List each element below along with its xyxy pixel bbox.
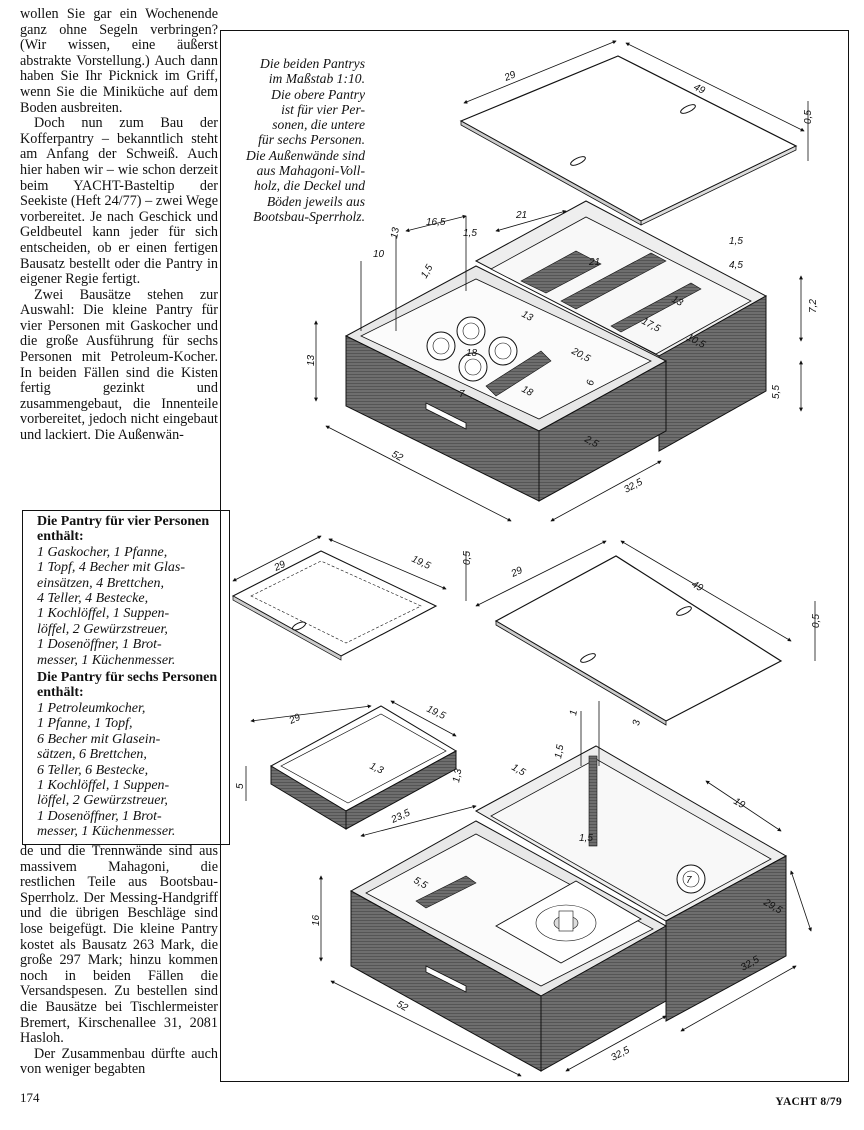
dim-label: 52 — [395, 999, 410, 1014]
article-column-bottom: de und die Trennwände sind aus massivem … — [20, 843, 218, 1078]
dim-label: 0,5 — [811, 614, 822, 628]
dim-label: 29 — [272, 559, 288, 574]
dim-label: 19 — [732, 796, 748, 811]
pantry-technical-drawing: 29 49 0,5 10 13 16,5 1,5 1,5 21 21 1,5 4… — [231, 40, 822, 1077]
article-paragraph: Der Zusammenbau dürfte auch von weniger … — [20, 1045, 218, 1078]
dim-label: 1,5 — [463, 228, 477, 239]
dim-label: 21 — [515, 210, 527, 221]
dim-label: 13 — [520, 309, 535, 324]
upper-box-right — [474, 200, 768, 452]
dim-label: 4,5 — [729, 260, 743, 271]
dim-label: 1,5 — [510, 762, 528, 779]
figure-caption: Die beiden Pantrys im Maßstab 1:10. Die … — [245, 56, 365, 224]
dim-label: 1,3 — [451, 767, 464, 783]
dim-label: 16,5 — [426, 217, 446, 228]
dim-label: 5,5 — [771, 385, 782, 399]
dim-label: 13 — [306, 354, 317, 366]
dim-label: 1,5 — [419, 263, 436, 281]
dim-label: 18 — [520, 384, 535, 399]
article-paragraph: de und die Trennwände sind aus massivem … — [20, 843, 218, 1047]
dim-label: 32,5 — [622, 477, 645, 496]
dim-label: 49 — [690, 579, 706, 594]
dim-label: 7 — [459, 389, 465, 400]
dim-label: 10 — [373, 249, 385, 260]
dim-label: 1 — [568, 709, 580, 716]
contents-heading-six: Die Pantry für sechs Personen enthält: — [37, 670, 218, 701]
dim-label: 1,5 — [729, 236, 743, 247]
lower-box-right — [474, 745, 788, 1022]
upper-box-front — [344, 265, 668, 502]
dim-label: 52 — [390, 449, 405, 464]
small-tray — [269, 705, 458, 830]
article-paragraph: Doch nun zum Bau der Kofferpantry – beka… — [20, 115, 218, 288]
dim-label: 19,5 — [410, 554, 433, 572]
contents-box: Die Pantry für vier Personen enthält: 1 … — [22, 510, 230, 845]
magazine-issue: YACHT 8/79 — [775, 1096, 842, 1108]
article-column-top: wollen Sie gar ein Wochenende ganz ohne … — [20, 6, 218, 444]
contents-list-four: 1 Gaskocher, 1 Pfanne, 1 Topf, 4 Becher … — [37, 544, 186, 668]
dim-label: 18 — [466, 348, 478, 359]
contents-heading-four: Die Pantry für vier Personen enthält: — [37, 514, 210, 545]
page-number: 174 — [20, 1090, 40, 1105]
dim-label: 0,5 — [462, 551, 473, 565]
dim-label: 13 — [670, 294, 685, 309]
contents-list-six: 1 Petroleumkocher, 1 Pfanne, 1 Topf, 6 B… — [37, 700, 176, 840]
dim-label: 29 — [287, 712, 303, 727]
dim-label: 1,5 — [553, 743, 566, 759]
article-paragraph: wollen Sie gar ein Wochenende ganz ohne … — [20, 6, 218, 116]
figure-frame — [220, 30, 849, 1082]
dim-label: 29 — [509, 565, 525, 580]
dim-label: 0,5 — [803, 110, 814, 124]
dim-label: 6 — [585, 379, 597, 387]
dim-label: 16 — [311, 914, 322, 926]
dim-label: 19,5 — [425, 704, 448, 722]
dim-label: 7,2 — [808, 299, 819, 313]
dim-label: 32,5 — [609, 1045, 632, 1064]
dim-label: 7 — [686, 875, 692, 886]
dim-label: 21 — [588, 257, 600, 268]
dim-label: 5 — [235, 783, 246, 789]
dim-label: 49 — [692, 82, 707, 97]
dim-label: 29 — [502, 69, 518, 84]
dim-label: 13 — [389, 226, 402, 239]
dim-label: 3 — [631, 719, 643, 727]
dim-label: 1,5 — [579, 833, 593, 844]
dim-label: 1,3 — [368, 761, 386, 777]
small-lid — [231, 550, 438, 661]
lower-lid — [494, 555, 783, 726]
article-paragraph: Zwei Bausätze stehen zur Auswahl: Die kl… — [20, 286, 218, 444]
